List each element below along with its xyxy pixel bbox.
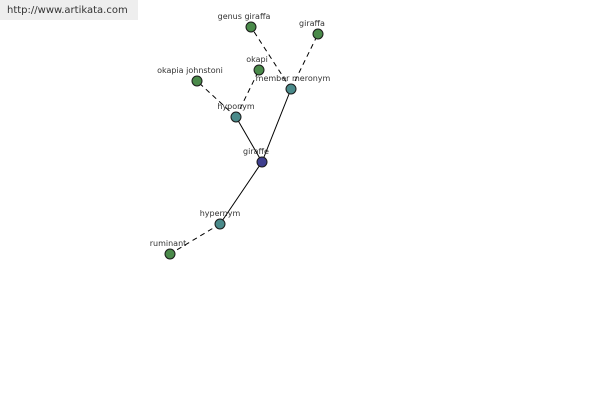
- node-marker-genus-giraffa[interactable]: [245, 21, 257, 33]
- node-label-member-meronym[interactable]: member meronym: [256, 74, 331, 83]
- edge-giraffe-to-hypernym: [219, 161, 263, 225]
- graph-nodes: giraffe hypernym hyponym member meronym rumi…: [150, 12, 331, 260]
- node-label-hyponym[interactable]: hyponym: [217, 102, 255, 111]
- node-marker-giraffe[interactable]: [256, 156, 268, 168]
- node-giraffa[interactable]: giraffa: [299, 19, 325, 40]
- node-okapia-johnstoni[interactable]: okapia johnstoni: [157, 66, 223, 87]
- node-hypernym[interactable]: hypernym: [200, 209, 241, 230]
- url-link[interactable]: http://www.artikata.com: [7, 5, 128, 16]
- node-marker-giraffa[interactable]: [312, 28, 324, 40]
- edge-hypernym-to-ruminant: [169, 223, 221, 255]
- node-label-giraffe[interactable]: giraffe: [243, 147, 269, 156]
- edge-giraffe-to-member-meronym: [261, 88, 292, 163]
- node-okapi[interactable]: okapi: [246, 55, 268, 76]
- node-member-meronym[interactable]: member meronym: [256, 74, 331, 95]
- node-genus-giraffa[interactable]: genus giraffa: [218, 12, 271, 33]
- graph-edges: [169, 26, 319, 255]
- node-marker-ruminant[interactable]: [164, 248, 176, 260]
- edge-giraffe-to-hyponym: [235, 116, 263, 163]
- node-label-ruminant[interactable]: ruminant: [150, 239, 187, 248]
- node-label-okapia-johnstoni[interactable]: okapia johnstoni: [157, 66, 223, 75]
- node-marker-hyponym[interactable]: [230, 111, 242, 123]
- edge-member-meronym-to-genus-giraffa: [250, 26, 292, 90]
- node-label-hypernym[interactable]: hypernym: [200, 209, 241, 218]
- node-marker-hypernym[interactable]: [214, 218, 226, 230]
- node-marker-okapi[interactable]: [253, 64, 265, 76]
- node-label-giraffa[interactable]: giraffa: [299, 19, 325, 28]
- node-ruminant[interactable]: ruminant: [150, 239, 187, 260]
- node-giraffe[interactable]: giraffe: [243, 147, 269, 168]
- url-banner: http://www.artikata.com: [0, 0, 138, 20]
- node-hyponym[interactable]: hyponym: [217, 102, 255, 123]
- node-marker-okapia-johnstoni[interactable]: [191, 75, 203, 87]
- node-label-genus-giraffa[interactable]: genus giraffa: [218, 12, 271, 21]
- node-marker-member-meronym[interactable]: [285, 83, 297, 95]
- node-label-okapi[interactable]: okapi: [246, 55, 268, 64]
- edge-hyponym-to-okapia-johnstoni: [196, 80, 237, 118]
- edge-member-meronym-to-giraffa: [290, 33, 319, 90]
